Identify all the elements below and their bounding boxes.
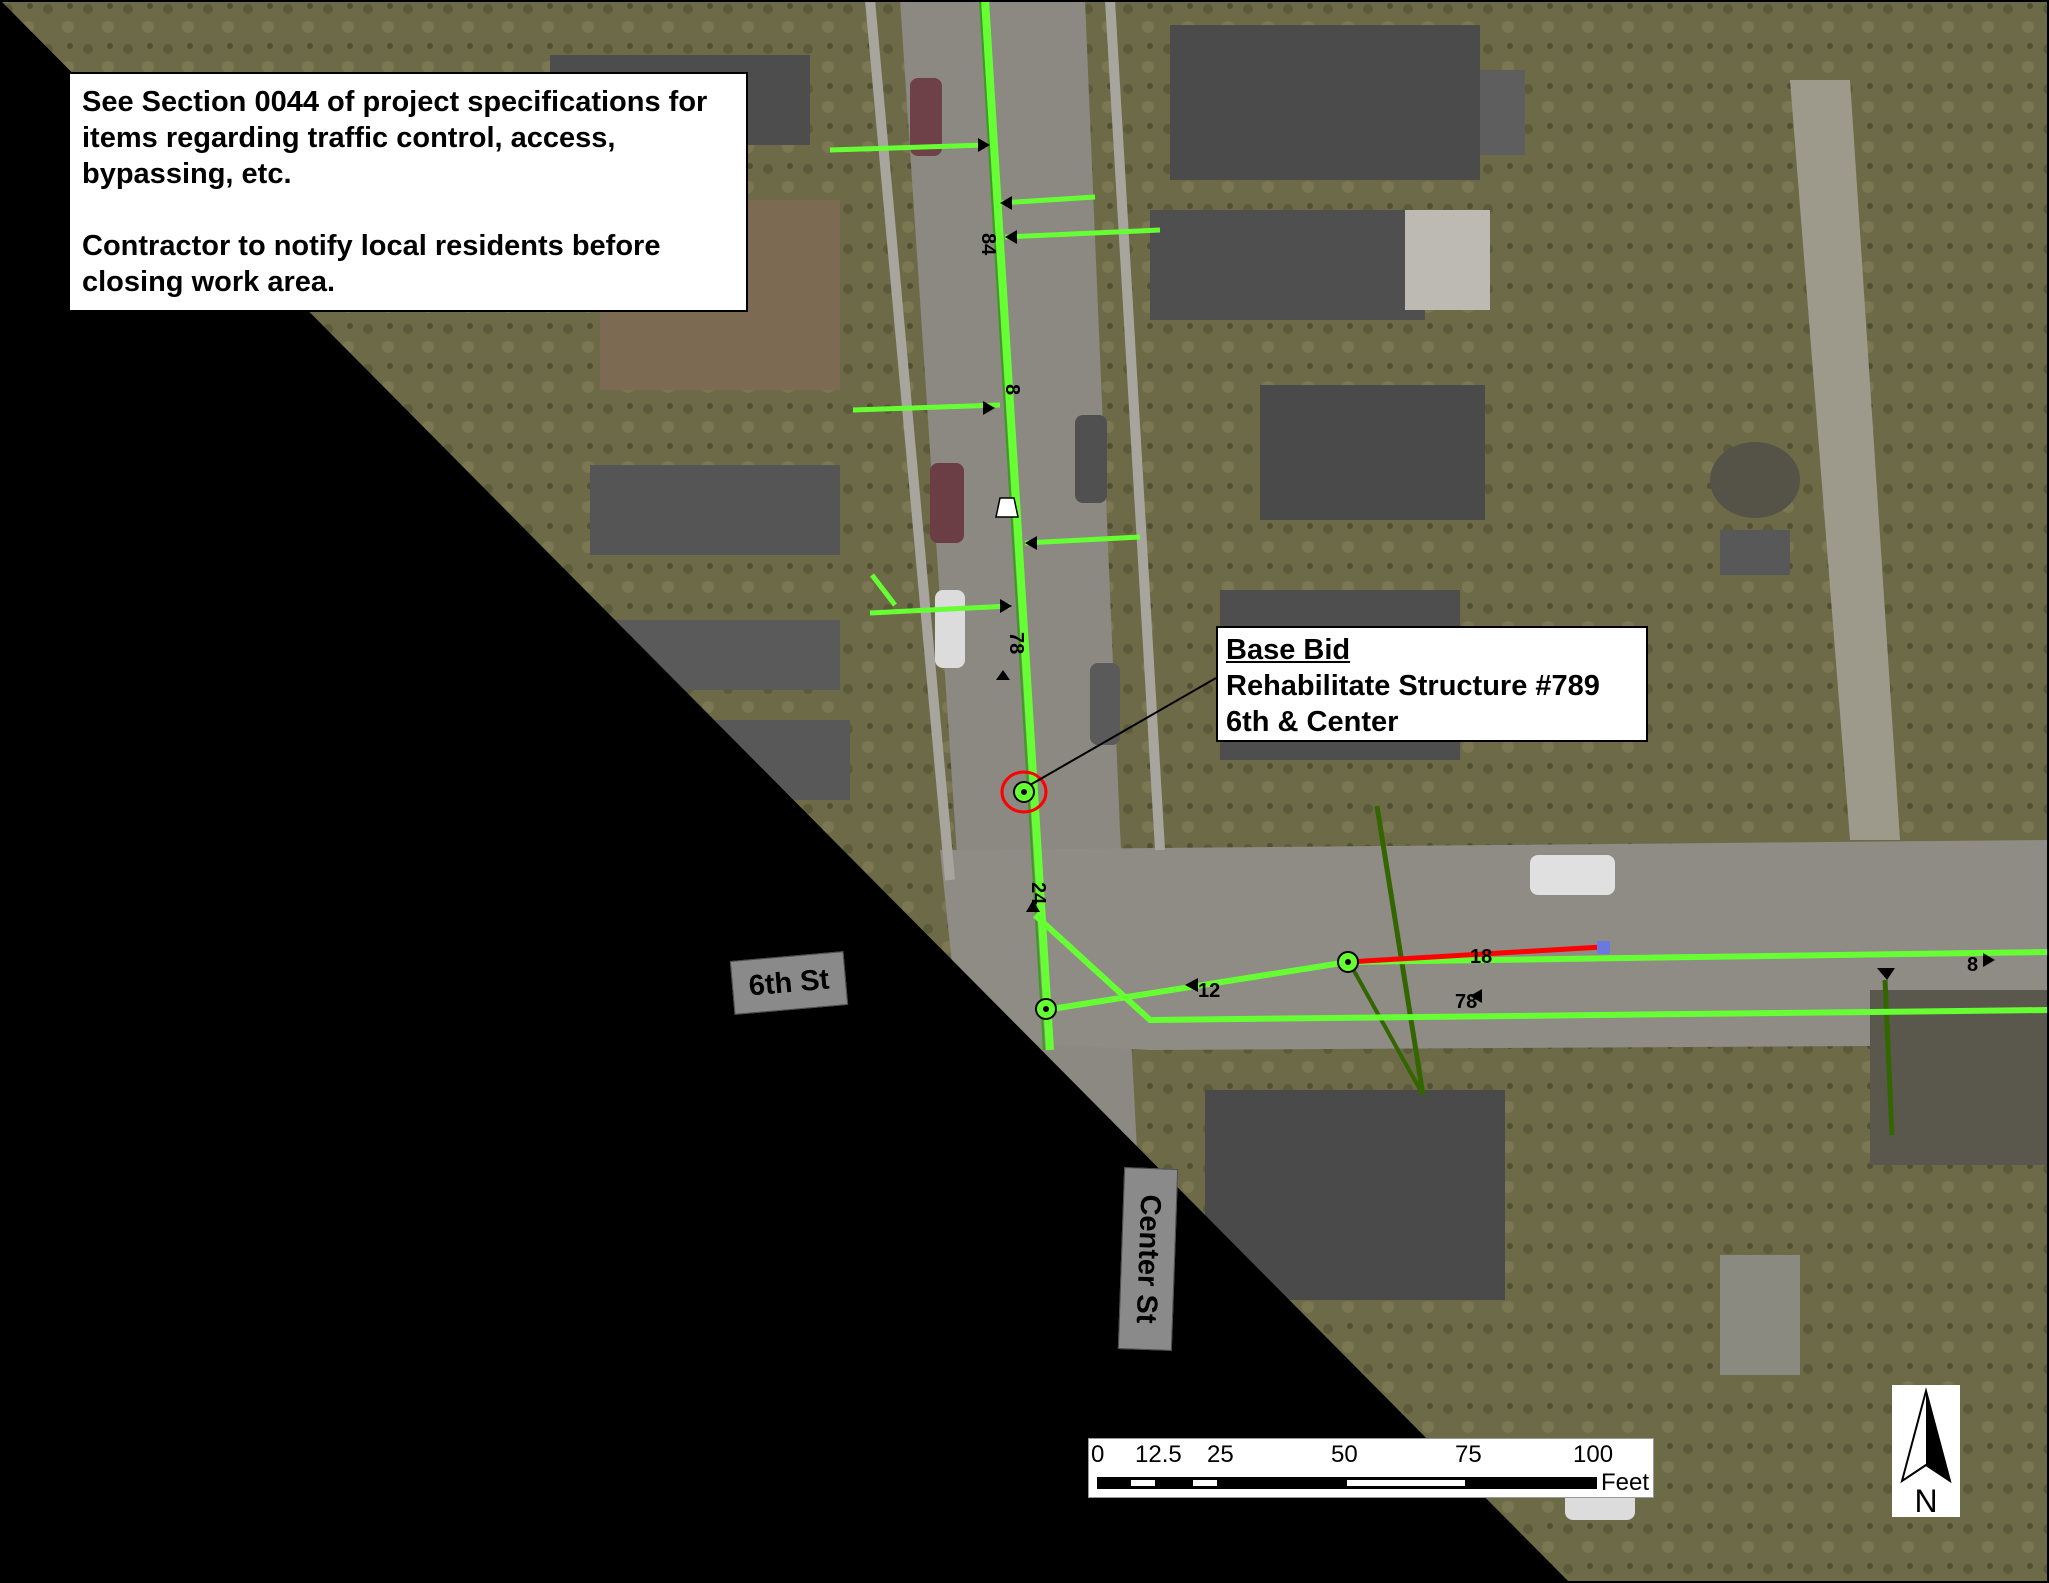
flow-arrow (978, 138, 990, 152)
scale-unit: Feet (1601, 1469, 1650, 1496)
pipe-label: 8 (1001, 384, 1023, 395)
structure-789-manhole (1000, 770, 1048, 814)
scale-tick-label: 75 (1455, 1441, 1482, 1468)
sewer-main (981, 0, 1054, 1051)
service-line (1346, 959, 1425, 1096)
pipe-label: 24 (1027, 882, 1049, 905)
pipe-label: 78 (1455, 991, 1477, 1013)
base-bid-callout: Base Bid Rehabilitate Structure #789 6th… (1216, 626, 1648, 742)
sewer-main (1032, 912, 2049, 1024)
flow-arrow (1877, 968, 1895, 980)
flow-arrow (996, 670, 1010, 680)
scale-tick-label: 50 (1331, 1441, 1358, 1468)
cleanout-marker (995, 497, 1019, 518)
flow-arrow (1983, 953, 1995, 967)
north-label: N (1914, 1483, 1938, 1519)
lateral (999, 194, 1096, 206)
lateral (829, 142, 986, 153)
flow-arrow (1000, 196, 1012, 210)
callout-leader (1029, 677, 1217, 786)
flow-arrow (1000, 599, 1012, 613)
rehab-segment (1347, 944, 1603, 965)
flow-arrow (1025, 536, 1037, 550)
callout-structure: Rehabilitate Structure #789 (1226, 670, 1600, 702)
flow-arrow (1470, 989, 1482, 1003)
lateral (852, 402, 1001, 413)
north-arrow-icon (1900, 1387, 1952, 1484)
pipe-label: 18 (1470, 946, 1492, 968)
service-line (1374, 805, 1426, 1096)
flow-arrow (983, 401, 995, 415)
lateral (869, 603, 1011, 616)
pipe-label: 8 (1967, 954, 1978, 976)
scale-bar: 0 12.5 25 50 75 100 Feet (1088, 1438, 1654, 1498)
general-notes: See Section 0044 of project specificatio… (68, 72, 748, 312)
note-notify-residents: Contractor to notify local residents bef… (82, 230, 661, 298)
sewer-network: 84 8 78 24 12 18 78 8 (829, 0, 2049, 1136)
north-arrow: N (1892, 1385, 1960, 1519)
manhole (1035, 998, 1057, 1020)
callout-location: 6th & Center (1226, 706, 1399, 738)
note-traffic-control: See Section 0044 of project specificatio… (82, 86, 708, 190)
lateral (1004, 227, 1161, 240)
callout-heading: Base Bid (1226, 634, 1351, 666)
street-label-6th-st: 6th St (729, 951, 849, 1015)
flow-arrow (1185, 978, 1198, 992)
pipe-label: 84 (977, 233, 999, 256)
flow-arrow (1026, 900, 1040, 912)
scale-bar-graphic (1097, 1477, 1597, 1489)
rehab-segment-end (1597, 941, 1610, 954)
street-label-center-st: Center St (1117, 1167, 1179, 1351)
flow-arrow (1005, 230, 1017, 244)
pipe-label: 78 (1005, 632, 1027, 654)
scale-tick-label: 12.5 (1135, 1441, 1182, 1468)
lateral (870, 573, 897, 607)
scale-tick-label: 100 (1573, 1441, 1614, 1468)
service-line (1882, 979, 1895, 1136)
manhole (1337, 951, 1359, 973)
pipe-label: 12 (1198, 980, 1220, 1002)
lateral (1024, 534, 1141, 546)
scale-tick-label: 25 (1207, 1441, 1234, 1468)
sewer-main (979, 0, 1045, 1051)
scale-tick-label: 0 (1091, 1441, 1105, 1468)
